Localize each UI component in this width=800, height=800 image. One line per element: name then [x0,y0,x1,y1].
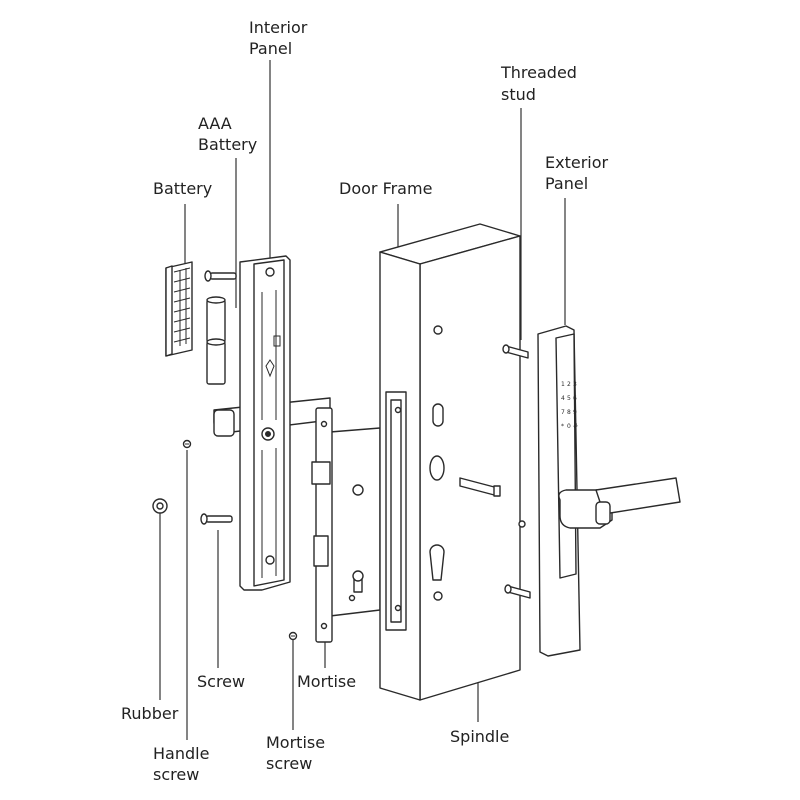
screw-top [204,270,237,282]
label-exterior-panel-line1: Exterior [545,153,609,172]
mortise [311,407,381,643]
label-threaded-stud-line2: stud [501,85,536,104]
label-mortise: Mortise [297,672,356,691]
keypad-key: * [561,423,564,430]
keypad-key: 7 [561,409,565,416]
label-mortise-screw-line2: screw [266,754,312,773]
spindle [459,477,501,497]
keypad-key: 3 [573,381,577,388]
keypad-key: 9 [573,409,577,416]
label-handle-screw-line2: screw [153,765,199,784]
door-frame [379,223,521,701]
keypad-key: 6 [573,395,577,402]
keypad-key: 4 [561,395,565,402]
handle-screw [182,439,192,449]
screw-bottom [200,513,233,525]
label-battery: Battery [153,179,212,198]
label-threaded-stud-line1: Threaded [500,63,577,82]
keypad-key: 8 [567,409,571,416]
threaded-stud-top [502,344,529,359]
keypad-key: # [573,423,578,430]
label-aaa-battery-line2: Battery [198,135,257,154]
label-aaa-battery-line1: AAA [198,114,232,133]
mortise-screw [288,631,298,641]
aaa-battery [206,296,226,385]
label-door-frame: Door Frame [339,179,432,198]
rubber [152,498,168,514]
keypad-key: 2 [567,381,571,388]
interior-panel [239,255,291,591]
battery-holder [165,261,193,357]
label-mortise-screw-line1: Mortise [266,733,325,752]
keypad-key: 1 [561,381,565,388]
label-handle-screw-line1: Handle [153,744,209,763]
threaded-stud-bottom [504,584,531,599]
label-interior-panel-line2: Panel [249,39,292,58]
keypad-key: 0 [567,423,571,430]
keypad-key: 5 [567,395,571,402]
label-exterior-panel-line2: Panel [545,174,588,193]
label-rubber: Rubber [121,704,179,723]
label-screw: Screw [197,672,245,691]
label-interior-panel-line1: Interior [249,18,308,37]
label-spindle: Spindle [450,727,509,746]
small-screw-middle [518,520,526,528]
labels: Interior Panel AAA Battery Battery Door … [121,18,609,784]
